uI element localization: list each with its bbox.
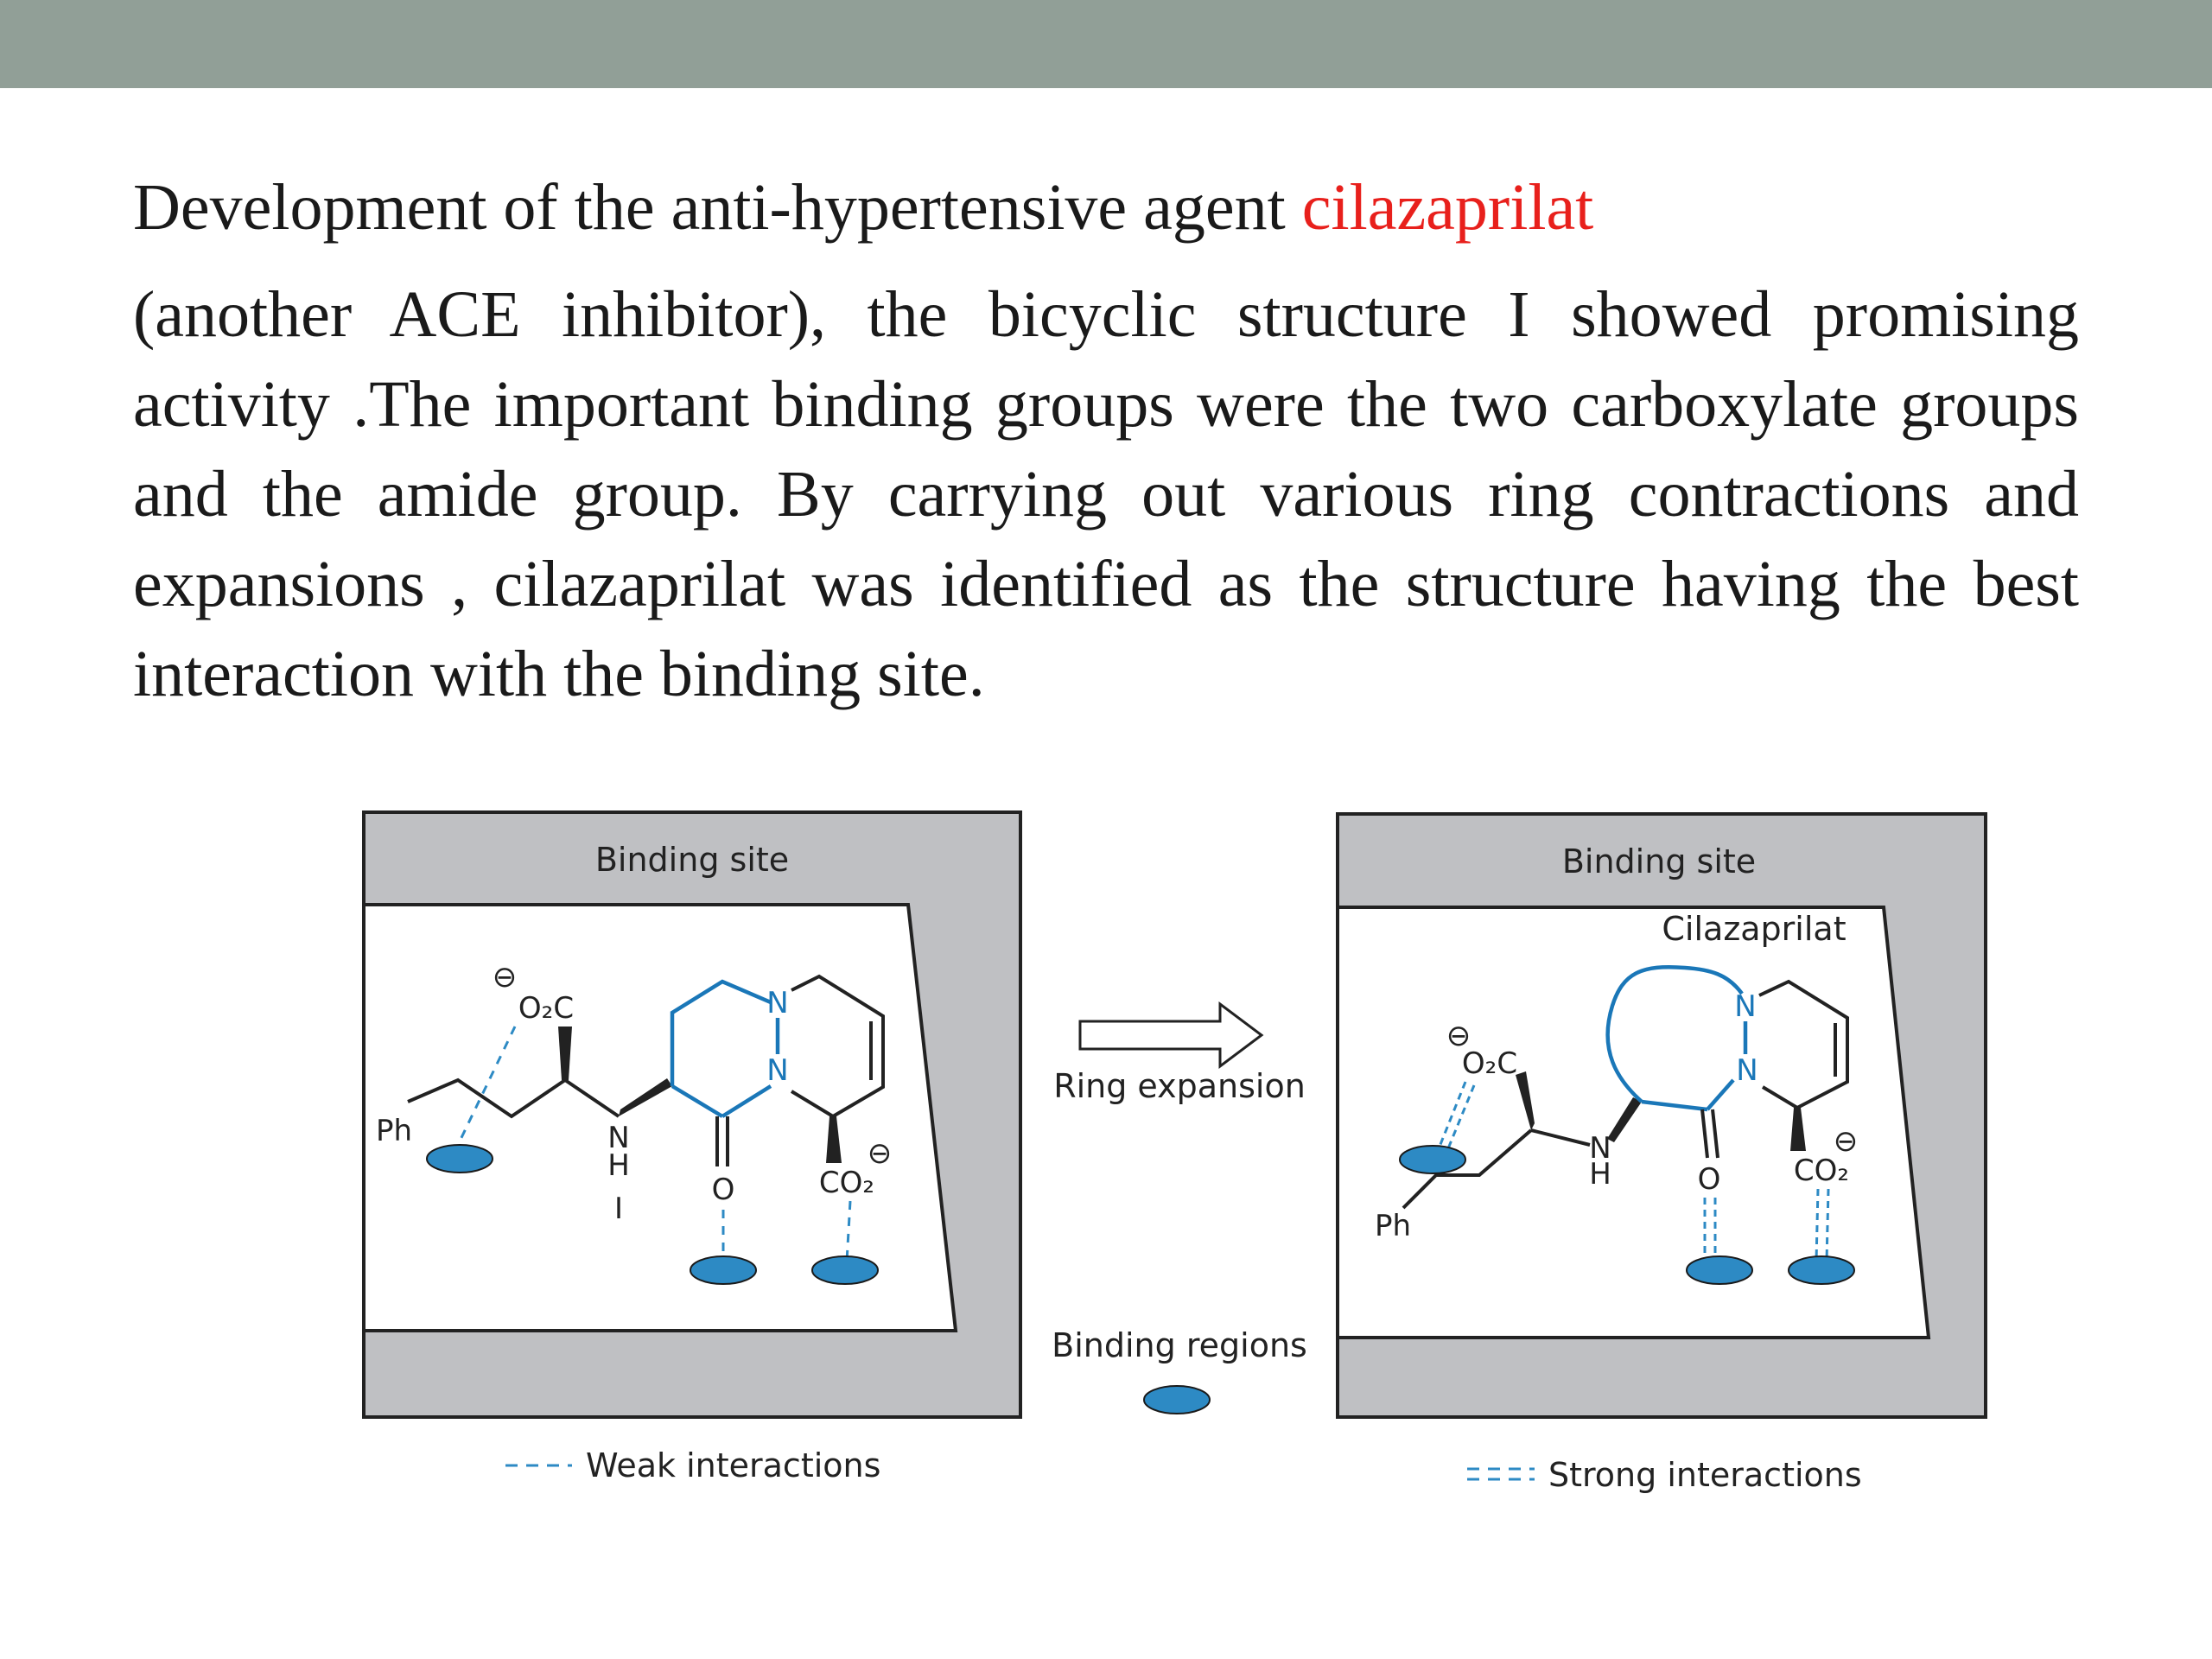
left-binding-pocket <box>362 903 958 1332</box>
ring-expansion-label: Ring expansion <box>1053 1067 1306 1105</box>
left-ring-a-bond <box>671 1084 724 1118</box>
slide-body-text: (another ACE inhibitor), the bicyclic st… <box>133 278 2079 710</box>
weak-interactions-caption: Weak interactions <box>586 1446 880 1484</box>
left-binding-region-1 <box>426 1144 493 1173</box>
cilazaprilat-figure: .lbl { font-family:"DejaVu Sans", sans-s… <box>362 810 1987 1494</box>
right-atom-o: O <box>1698 1162 1721 1197</box>
left-atom-n2: N <box>766 1053 788 1088</box>
title-highlight: cilazaprilat <box>1301 171 1594 244</box>
right-strong-interaction-co2-a <box>1815 1188 1820 1262</box>
left-binding-site-label: Binding site <box>595 841 789 879</box>
right-atom-nh-n: N <box>1589 1131 1611 1166</box>
right-bond-to-nh <box>1530 1128 1591 1147</box>
left-ring-a-bond-2 <box>721 1084 772 1118</box>
left-charge-co2: ⊖ <box>868 1136 893 1171</box>
right-arrow-icon <box>1078 1001 1264 1069</box>
right-phenyl-chain <box>1402 1128 1533 1210</box>
left-atom-nh-n: N <box>607 1121 629 1155</box>
left-atom-o2c: O₂C <box>518 991 574 1026</box>
right-binding-pocket <box>1336 906 1931 1339</box>
right-atom-co2: CO₂ <box>1794 1154 1849 1188</box>
right-binding-region-3 <box>1788 1255 1855 1285</box>
left-bond-to-nh <box>563 1078 620 1118</box>
right-binding-region-1 <box>1399 1145 1466 1174</box>
left-wedge-bond-co2 <box>826 1116 842 1163</box>
title-prefix: Development of the anti-hypertensive age… <box>133 171 1302 244</box>
right-wedge-bond-o2c <box>1516 1071 1535 1130</box>
left-ring-a <box>670 979 772 1086</box>
right-carbonyl-2 <box>1711 1109 1719 1159</box>
left-atom-o: O <box>712 1173 735 1207</box>
left-binding-region-2 <box>690 1255 757 1285</box>
left-weak-interaction-co2 <box>845 1200 852 1262</box>
right-ring-b <box>1758 979 1849 1110</box>
right-atom-n1: N <box>1734 989 1756 1024</box>
right-atom-n2: N <box>1736 1053 1758 1088</box>
slide-header-bar <box>0 0 2212 88</box>
slide-title: Development of the anti-hypertensive age… <box>133 168 1593 246</box>
right-binding-region-2 <box>1686 1255 1753 1285</box>
right-wedge-bond-co2 <box>1790 1108 1806 1151</box>
right-atom-o2c: O₂C <box>1462 1046 1517 1081</box>
left-weak-interaction-o2c <box>456 1026 517 1146</box>
left-wedge-bond-nh <box>619 1078 672 1116</box>
right-strong-interaction-o2c-b <box>1445 1084 1476 1154</box>
left-binding-region-3 <box>811 1255 879 1285</box>
right-structure-cilazaprilat: Ph O₂C ⊖ N H N N O CO₂ ⊖ <box>1375 965 1859 1262</box>
right-binding-site-label: Binding site <box>1562 842 1756 880</box>
right-charge-o2c: ⊖ <box>1446 1019 1471 1053</box>
right-charge-co2: ⊖ <box>1834 1124 1859 1159</box>
right-strong-interaction-co2-b <box>1825 1188 1830 1262</box>
left-structure-I: Ph O₂C ⊖ N H N N O CO₂ ⊖ I <box>376 960 892 1262</box>
cilazaprilat-label: Cilazaprilat <box>1662 910 1846 948</box>
left-structure-label: I <box>614 1192 623 1226</box>
left-atom-nh-h: H <box>607 1148 630 1183</box>
right-ring-seven-bond <box>1641 1099 1708 1112</box>
left-phenyl-chain <box>407 1077 567 1119</box>
right-ring-seven-bond-2 <box>1706 1078 1735 1111</box>
right-ring-seven <box>1605 965 1744 1103</box>
right-atom-ph: Ph <box>1375 1209 1411 1243</box>
left-atom-co2: CO₂ <box>819 1166 874 1200</box>
binding-regions-label: Binding regions <box>1052 1326 1307 1364</box>
right-carbonyl-1 <box>1700 1109 1709 1159</box>
right-strong-interaction-o2c-a <box>1436 1081 1467 1152</box>
left-charge-o2c: ⊖ <box>493 960 518 995</box>
left-atom-n1: N <box>766 986 788 1020</box>
right-wedge-bond-nh <box>1607 1097 1642 1142</box>
left-wedge-bond-o2c <box>558 1027 572 1080</box>
ring-expansion-arrow: Ring expansion <box>1053 1001 1306 1105</box>
binding-region-legend-icon <box>1143 1385 1211 1414</box>
left-binding-site-panel: Binding site Ph O₂C ⊖ N H N N O CO <box>362 810 1022 1484</box>
strong-interactions-caption: Strong interactions <box>1548 1456 1862 1494</box>
right-binding-site-panel: Binding site Cilazaprilat Ph O₂C ⊖ N H N… <box>1336 812 1987 1494</box>
left-ring-b <box>790 974 885 1119</box>
left-atom-ph: Ph <box>376 1114 412 1148</box>
right-atom-nh-h: H <box>1589 1157 1611 1192</box>
